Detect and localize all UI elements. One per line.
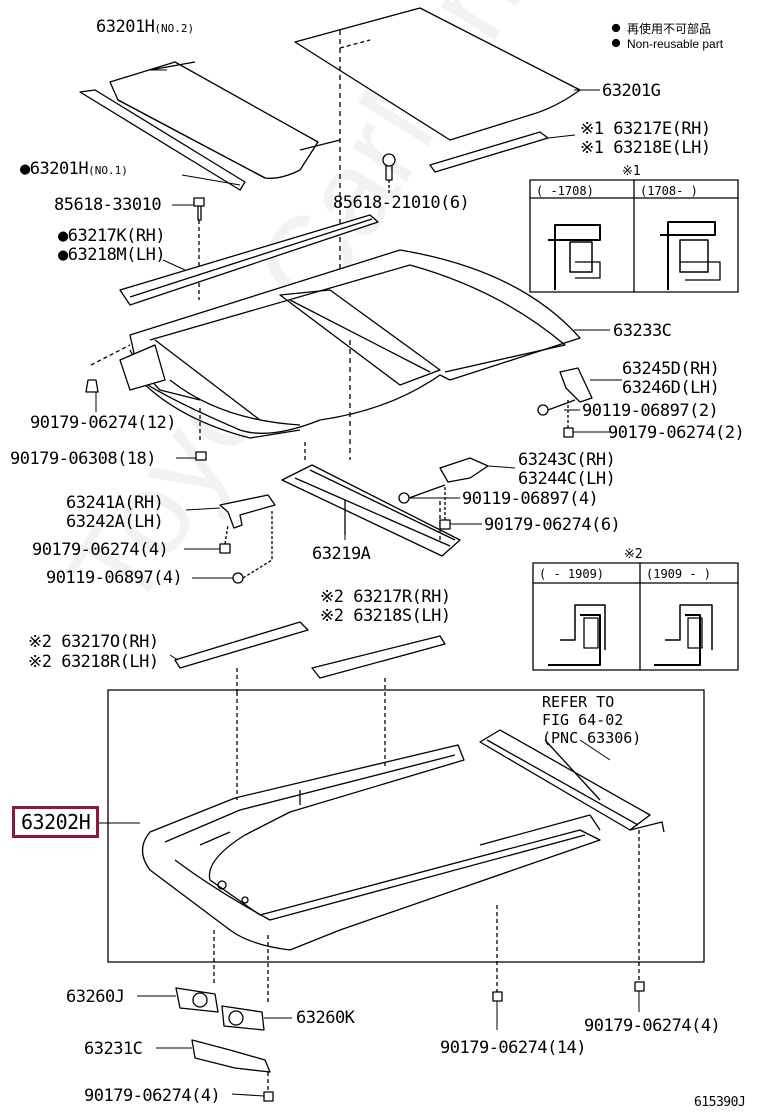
bracket-63245d bbox=[559, 367, 593, 403]
inset-1-col2: (1708- ) bbox=[640, 184, 698, 198]
label-63246d[interactable]: 63246D(LH) bbox=[622, 378, 720, 398]
sunshade bbox=[479, 729, 665, 962]
label-63245d[interactable]: 63245D(RH) bbox=[622, 359, 720, 379]
trim-63217o bbox=[174, 621, 309, 669]
nut-90179-12 bbox=[85, 344, 131, 393]
label-63201h-no1[interactable]: ●63201H(NO.1) bbox=[20, 160, 128, 180]
label-63218e[interactable]: ※1 63218E(LH) bbox=[580, 138, 711, 158]
label-63243c[interactable]: 63243C(RH) bbox=[518, 450, 616, 470]
inset-2-col1: ( - 1909) bbox=[539, 567, 605, 581]
bracket-63241a bbox=[219, 494, 276, 584]
label-63218s[interactable]: ※2 63218S(LH) bbox=[320, 606, 451, 626]
label-90119-4b[interactable]: 90119-06897(4) bbox=[46, 568, 183, 588]
refer-line-2: FIG 64-02 bbox=[542, 711, 624, 729]
legend-en: Non-reusable part bbox=[627, 37, 724, 51]
inset-2-frame bbox=[532, 562, 739, 671]
refer-line-1: REFER TO bbox=[542, 693, 615, 711]
label-90179-12[interactable]: 90179-06274(12) bbox=[30, 413, 177, 433]
bolt-85618-left bbox=[193, 197, 205, 300]
inset-1-frame bbox=[529, 179, 739, 293]
trim-63217r bbox=[311, 635, 446, 679]
seal-strip-no1 bbox=[79, 89, 246, 191]
inset-2-mark: ※2 bbox=[624, 547, 643, 562]
sunroof-frame-assembly bbox=[141, 692, 601, 951]
label-90179-14[interactable]: 90179-06274(14) bbox=[440, 1038, 587, 1058]
label-63241a[interactable]: 63241A(RH) bbox=[66, 493, 164, 513]
bracket-63231c bbox=[191, 1039, 271, 1073]
label-63260k[interactable]: 63260K bbox=[296, 1008, 355, 1028]
label-63231c[interactable]: 63231C bbox=[84, 1039, 143, 1059]
part-suffix: (NO.2) bbox=[154, 22, 195, 35]
label-90119-4a[interactable]: 90119-06897(4) bbox=[462, 489, 599, 509]
label-90119-2[interactable]: 90119-06897(2) bbox=[582, 401, 719, 421]
inset-1-col1: ( -1708) bbox=[536, 184, 594, 198]
legend-jp: 再使用不可部品 bbox=[627, 22, 712, 36]
label-63233c[interactable]: 63233C bbox=[613, 321, 672, 341]
label-90179-4a[interactable]: 90179-06274(4) bbox=[32, 540, 169, 560]
label-63217k[interactable]: ●63217K(RH) bbox=[58, 226, 166, 246]
motor-63260j bbox=[175, 987, 219, 1013]
refer-line-3: (PNC 63306) bbox=[542, 729, 642, 747]
part-suffix: (NO.1) bbox=[88, 164, 128, 177]
part-number: ●63201H bbox=[20, 159, 89, 179]
label-63201g[interactable]: 63201G bbox=[602, 81, 661, 101]
label-85618-33010[interactable]: 85618-33010 bbox=[54, 195, 162, 215]
roof-panel-no2 bbox=[109, 61, 341, 179]
label-63217o[interactable]: ※2 63217O(RH) bbox=[28, 632, 159, 652]
motor-63260k bbox=[221, 1005, 265, 1031]
rail-63219a bbox=[281, 440, 461, 557]
label-90179-06308[interactable]: 90179-06308(18) bbox=[10, 449, 157, 469]
label-63218r[interactable]: ※2 63218R(LH) bbox=[28, 652, 159, 672]
diagram-id: 615390J bbox=[694, 1095, 746, 1110]
label-90179-4b[interactable]: 90179-06274(4) bbox=[84, 1086, 221, 1106]
nut-90179-06308 bbox=[195, 408, 207, 461]
label-90179-2[interactable]: 90179-06274(2) bbox=[608, 423, 745, 443]
label-63260j[interactable]: 63260J bbox=[66, 987, 125, 1007]
label-63217r[interactable]: ※2 63217R(RH) bbox=[320, 587, 451, 607]
label-63244c[interactable]: 63244C(LH) bbox=[518, 469, 616, 489]
label-63218m[interactable]: ●63218M(LH) bbox=[58, 245, 166, 265]
sunroof-housing bbox=[129, 249, 581, 460]
inset-1-mark: ※1 bbox=[622, 164, 641, 179]
label-90179-4c[interactable]: 90179-06274(4) bbox=[584, 1016, 721, 1036]
label-85618-21010[interactable]: 85618-21010(6) bbox=[333, 193, 470, 213]
bracket-63243c bbox=[439, 457, 489, 483]
label-63217e[interactable]: ※1 63217E(RH) bbox=[580, 119, 711, 139]
label-90179-6[interactable]: 90179-06274(6) bbox=[484, 515, 621, 535]
inset-2-col2: (1909 - ) bbox=[646, 567, 712, 581]
label-63219a[interactable]: 63219A bbox=[312, 544, 371, 564]
label-63242a[interactable]: 63242A(LH) bbox=[66, 512, 164, 532]
part-number: 63201H bbox=[96, 17, 155, 37]
label-63201h-no2[interactable]: 63201H(NO.2) bbox=[96, 18, 194, 38]
assembly-box bbox=[107, 689, 705, 963]
highlighted-part-label[interactable]: 63202H bbox=[12, 806, 100, 838]
bolt-85618 bbox=[382, 153, 396, 195]
